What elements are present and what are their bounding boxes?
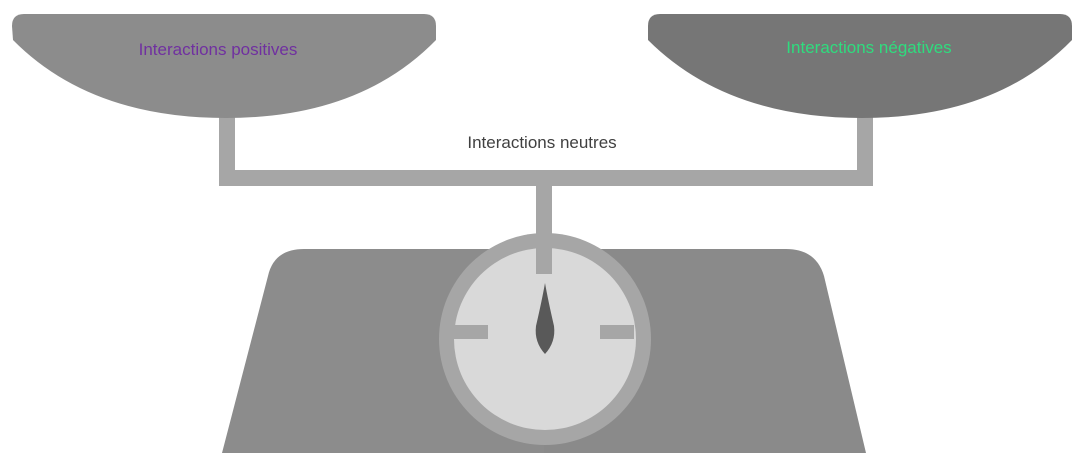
dial-gauge-icon (439, 233, 651, 445)
dial-right-tick (600, 325, 634, 339)
neutral-interactions-label: Interactions neutres (467, 133, 617, 152)
dial-top-tick (536, 240, 552, 274)
dial-left-tick (454, 325, 488, 339)
left-post (219, 100, 235, 186)
negative-interactions-label: Interactions négatives (786, 38, 952, 57)
center-post (536, 184, 552, 242)
scale-beam (219, 170, 873, 186)
scale-frame (219, 100, 873, 242)
positive-interactions-label: Interactions positives (138, 40, 298, 59)
right-pan (648, 14, 1072, 118)
left-pan (12, 14, 436, 118)
needle-icon (535, 283, 555, 354)
right-post (857, 100, 873, 186)
